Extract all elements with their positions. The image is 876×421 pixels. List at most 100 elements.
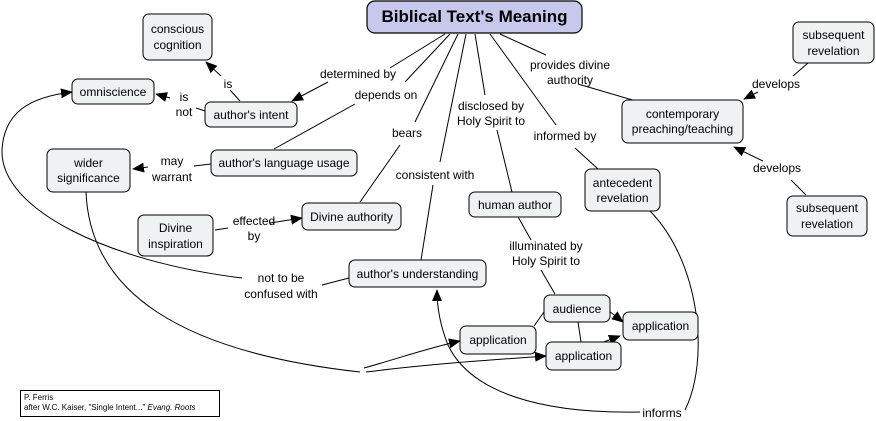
node-label: conscious [151, 22, 204, 36]
link-label-disclosed-by: disclosed by [458, 99, 524, 113]
node-label: cognition [153, 38, 201, 52]
line-language-to-maywarrant [193, 163, 212, 167]
node-conscious-cognition[interactable]: conscious cognition [142, 13, 213, 61]
node-label: significance [57, 171, 120, 185]
link-label-effected-by: by [248, 229, 261, 243]
title-text: Biblical Text's Meaning [381, 7, 567, 26]
link-label-not-confused: confused with [244, 287, 317, 301]
link-label-may-warrant: warrant [151, 170, 193, 184]
line-inspiration-to-effected [214, 227, 229, 231]
line-audience-to-application-a [533, 311, 545, 327]
line-consistent-to-understanding [420, 184, 434, 261]
credit-author: P. Ferris [24, 393, 54, 402]
node-wider-significance[interactable]: wider significance [46, 148, 131, 193]
node-label: contemporary [646, 107, 719, 121]
connectors [1, 33, 809, 413]
line-audience-to-application-c [608, 310, 624, 323]
line-isnot-to-omniscience [155, 92, 171, 102]
line-disclosed-to-human [496, 129, 513, 193]
line-title-to-disclosed-by [474, 33, 486, 96]
node-label: preaching/teaching [632, 122, 733, 136]
node-label: Divine authority [310, 210, 393, 224]
line-develops-bottom-to-contemporary [733, 146, 764, 162]
node-divine-inspiration[interactable]: Divine inspiration [137, 214, 214, 257]
node-label: author's intent [213, 108, 289, 122]
node-language-usage[interactable]: author's language usage [210, 149, 358, 177]
link-label-depends-on: depends on [355, 88, 418, 102]
credit-source-italic: Evang. Roots [147, 403, 196, 412]
node-label: human author [478, 198, 552, 212]
line-understanding-to-notconfused [321, 277, 350, 286]
link-label-consistent-with: consistent with [396, 168, 475, 182]
link-label-illuminated-by: Holy Spirit to [512, 254, 580, 268]
node-antecedent-revelation[interactable]: antecedent revelation [584, 168, 661, 212]
line-provides-to-contemporary [577, 83, 637, 102]
line-title-to-bears [414, 33, 459, 123]
node-human-author[interactable]: human author [468, 191, 562, 218]
node-label: author's understanding [357, 267, 479, 281]
credit-source: after W.C. Kaiser, "Single Intent..." Ev… [24, 403, 219, 413]
node-label: revelation [807, 44, 859, 58]
node-label: antecedent [593, 176, 653, 190]
link-label-informed-by: informed by [534, 129, 597, 143]
link-label-bears: bears [392, 126, 422, 140]
node-subsequent-revelation-top[interactable]: subsequent revelation [792, 21, 875, 64]
line-subseq-bottom-to-develops [790, 179, 807, 196]
line-title-to-depends-on [404, 33, 451, 83]
node-audience[interactable]: audience [543, 294, 611, 323]
line-wider-to-hub [85, 191, 361, 373]
node-application-middle[interactable]: application [545, 341, 622, 371]
node-label: omniscience [80, 85, 147, 99]
node-contemporary-preaching[interactable]: contemporary preaching/teaching [621, 99, 744, 144]
line-title-to-consistent-with [439, 33, 467, 163]
link-label-illuminated-by: illuminated by [509, 239, 582, 253]
link-label-informs: informs [642, 406, 681, 420]
node-label: inspiration [148, 237, 203, 251]
node-omniscience[interactable]: omniscience [71, 78, 155, 105]
node-label: audience [553, 302, 602, 316]
line-title-to-informed-by [489, 33, 557, 126]
link-label-is: is [224, 77, 233, 91]
link-labels: is is not determined by depends on bears… [151, 58, 801, 420]
line-illuminated-to-audience [540, 269, 556, 295]
link-label-provides: authority [547, 73, 593, 87]
node-application-right[interactable]: application [622, 311, 699, 341]
line-maywarrant-to-wider [132, 162, 149, 173]
credit-box: P. Ferris after W.C. Kaiser, "Single Int… [20, 390, 220, 417]
node-authors-understanding[interactable]: author's understanding [348, 259, 487, 288]
node-label: subsequent [796, 201, 859, 215]
line-informedby-to-antecedent [574, 147, 599, 170]
line-is-to-conscious [205, 61, 222, 77]
node-label: application [469, 333, 526, 347]
node-label: revelation [801, 217, 853, 231]
line-determined-to-intent [291, 81, 329, 102]
link-label-determined-by: determined by [320, 67, 396, 81]
node-label: revelation [596, 191, 648, 205]
line-subseq-top-to-develops [792, 62, 809, 77]
node-label: subsequent [802, 28, 865, 42]
node-label: Divine [159, 221, 193, 235]
line-depends-to-language [273, 103, 356, 150]
link-label-not-confused: not to be [258, 271, 305, 285]
line-title-to-provides [499, 33, 547, 56]
node-divine-authority[interactable]: Divine authority [301, 202, 402, 231]
title-node[interactable]: Biblical Text's Meaning [366, 0, 583, 34]
line-notconfused-to-omniscience [1, 88, 243, 279]
link-label-provides: provides divine [530, 58, 610, 72]
line-effected-to-divine-auth [269, 214, 303, 225]
line-develops-top-to-contemporary [743, 89, 759, 100]
node-label: application [555, 349, 612, 363]
node-authors-intent[interactable]: author's intent [204, 101, 298, 128]
line-bears-to-divine-auth [359, 144, 401, 203]
link-label-is-not: is [180, 90, 189, 104]
line-antecedent-to-informs [649, 210, 699, 411]
link-label-disclosed-by: Holy Spirit to [457, 114, 525, 128]
node-application-left[interactable]: application [459, 325, 537, 355]
node-subsequent-revelation-bottom[interactable]: subsequent revelation [786, 195, 868, 237]
link-label-is-not: not [176, 105, 193, 119]
link-label-develops-top: develops [752, 77, 800, 91]
line-informs-to-understanding [432, 289, 641, 413]
link-label-may-warrant: may [161, 154, 184, 168]
line-audience-to-application-b [577, 321, 582, 343]
